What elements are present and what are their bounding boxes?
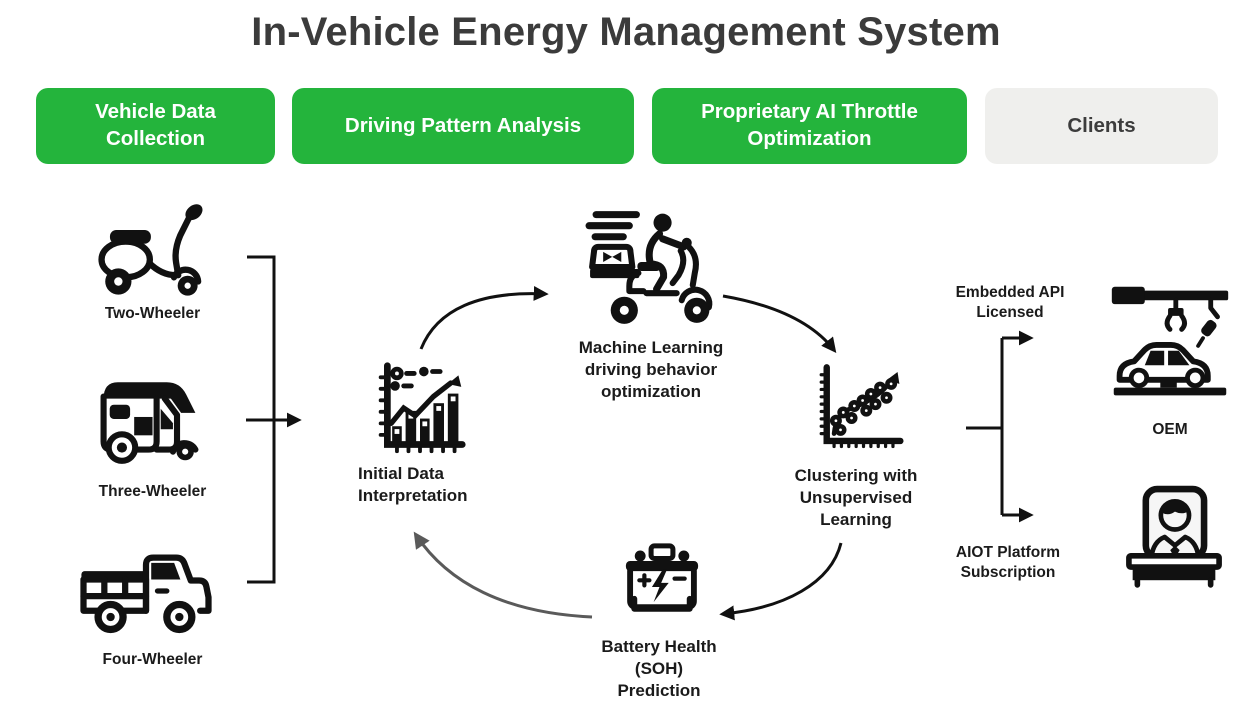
two-wheeler-label: Two-Wheeler: [104, 305, 201, 322]
bar-chart-trend-icon: [372, 358, 468, 458]
four-wheeler-label: Four-Wheeler: [102, 651, 203, 668]
clustering-label: Clustering with Unsupervised Learning: [794, 466, 918, 530]
stage-vehicle-data-collection: Vehicle Data Collection: [36, 88, 275, 164]
embedded-api-label: Embedded API Licensed: [955, 284, 1065, 322]
stage-clients: Clients: [985, 88, 1218, 164]
stage-label: Driving Pattern Analysis: [344, 113, 582, 137]
car-assembly-robot-icon: [1106, 281, 1234, 403]
vehicles-bracket: [246, 255, 302, 584]
delivery-scooter-rider-icon: [580, 203, 726, 333]
aiot-platform-label: AIOT Platform Subscription: [955, 544, 1061, 582]
machine-learning-label: Machine Learning driving behavior optimi…: [578, 338, 724, 402]
scooter-icon: [90, 197, 216, 303]
initial-data-label: Initial Data Interpretation: [358, 464, 468, 506]
three-wheeler-label: Three-Wheeler: [98, 483, 207, 500]
arrow-battery-to-initial: [413, 531, 593, 619]
arrow-clustering-to-battery: [719, 542, 843, 621]
clients-branch: [966, 330, 1034, 523]
car-battery-bolt-icon: [615, 537, 709, 627]
stage-ai-throttle-optimization: Proprietary AI Throttle Optimization: [652, 88, 967, 164]
stage-label: Clients: [1067, 113, 1136, 137]
auto-rickshaw-icon: [88, 368, 213, 470]
arrow-initial-to-ml: [419, 285, 549, 350]
stage-label: Vehicle Data Collection: [95, 100, 216, 150]
oem-label: OEM: [1152, 421, 1188, 438]
page-title: In-Vehicle Energy Management System: [251, 10, 1001, 54]
stage-driving-pattern-analysis: Driving Pattern Analysis: [292, 88, 634, 164]
battery-health-label: Battery Health (SOH) Prediction: [601, 637, 717, 701]
stage-label: Proprietary AI Throttle Optimization: [701, 100, 918, 150]
truck-icon: [72, 542, 220, 642]
scatter-plot-trend-icon: [812, 358, 904, 454]
person-at-desk-icon: [1112, 478, 1236, 596]
